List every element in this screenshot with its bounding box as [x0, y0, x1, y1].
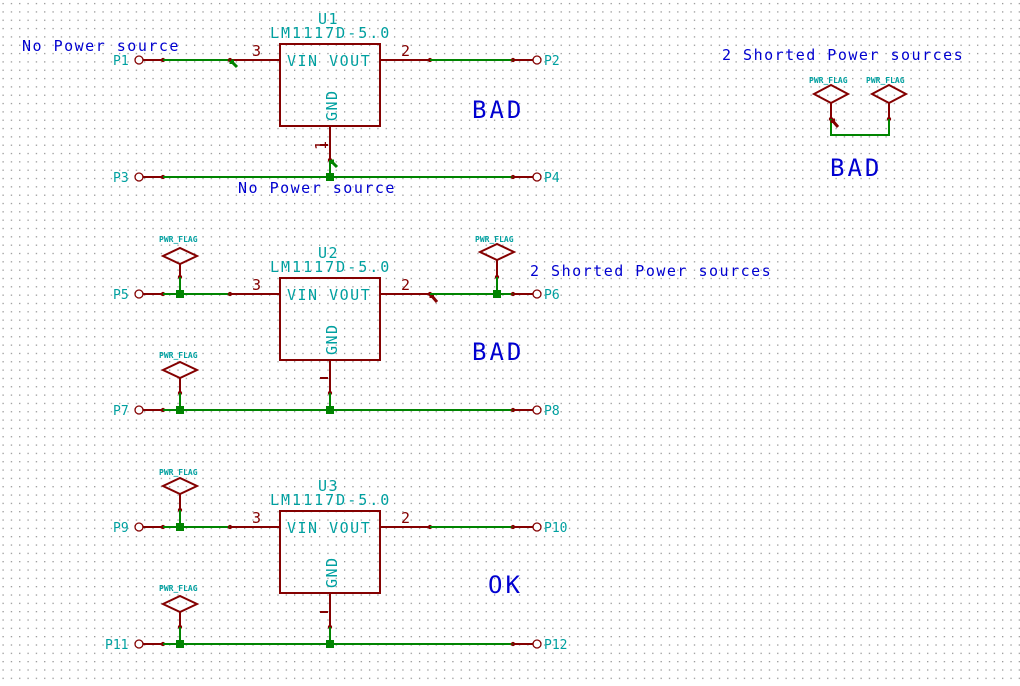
pwr-flag-symbol-icon[interactable]: [160, 594, 200, 614]
u1-gnd-name: GND: [323, 89, 341, 121]
u3-reference: U3: [318, 477, 339, 495]
pwr-flag-symbol-icon[interactable]: [160, 476, 200, 496]
port-p1-connector[interactable]: [134, 55, 144, 65]
junction-dot: [326, 173, 334, 181]
u3-pin3-number: 3: [252, 509, 261, 527]
junction-dot: [326, 640, 334, 648]
port-p10-connector[interactable]: [532, 522, 542, 532]
pwr-flag-label: PWR_FLAG: [159, 235, 198, 244]
erc-error-marker-icon[interactable]: [830, 118, 840, 128]
pwr-flag-symbol-icon[interactable]: [869, 83, 909, 105]
u3-pin-names: VIN VOUT: [287, 519, 371, 537]
pwr-flag-label: PWR_FLAG: [159, 584, 198, 593]
port-label-p8: P8: [544, 404, 560, 419]
u3-pin2-number: 2: [401, 509, 410, 527]
port-p11-connector[interactable]: [134, 639, 144, 649]
u1-reference: U1: [318, 10, 339, 28]
port-label-p5: P5: [113, 288, 129, 303]
u1-value: LM1117D-5.0: [270, 24, 391, 42]
port-p5-connector[interactable]: [134, 289, 144, 299]
note-no-power-top: No Power source: [22, 37, 180, 55]
block-right: 2 Shorted Power sources PWR_FLAG PWR_FLA…: [722, 46, 964, 182]
port-p9-connector[interactable]: [134, 522, 144, 532]
junction-dot: [176, 290, 184, 298]
port-p6-connector[interactable]: [532, 289, 542, 299]
note-shorted-right: 2 Shorted Power sources: [722, 46, 964, 64]
u1-pin1-number: 1: [312, 141, 330, 150]
note-no-power-bottom: No Power source: [238, 179, 396, 197]
port-label-p9: P9: [113, 521, 129, 536]
u2-gnd-name: GND: [323, 323, 341, 355]
pwr-flag-label: PWR_FLAG: [809, 76, 848, 85]
port-p3-connector[interactable]: [134, 172, 144, 182]
block-3: PWR_FLAG P9 3 U3 LM1117D-5.0 VIN VOUT GN…: [105, 468, 567, 653]
wire-flag-short[interactable]: [830, 119, 890, 136]
port-p4-connector[interactable]: [532, 172, 542, 182]
status-block-right: BAD: [830, 154, 882, 182]
pwr-flag-symbol-icon[interactable]: [160, 360, 200, 380]
pwr-flag-label: PWR_FLAG: [159, 468, 198, 477]
block-2: PWR_FLAG P5 3 U2 LM1117D-5.0 VIN VOUT GN…: [113, 235, 772, 419]
port-p2-connector[interactable]: [532, 55, 542, 65]
pwr-flag-label: PWR_FLAG: [475, 235, 514, 244]
u2-reference: U2: [318, 244, 339, 262]
erc-warning-marker-icon[interactable]: [329, 159, 339, 169]
port-label-p3: P3: [113, 171, 129, 186]
junction-dot: [176, 640, 184, 648]
junction-dot: [326, 406, 334, 414]
u1-pin-names: VIN VOUT: [287, 52, 371, 70]
port-p8-connector[interactable]: [532, 405, 542, 415]
port-p12-connector[interactable]: [532, 639, 542, 649]
u1-pin3-number: 3: [252, 42, 261, 60]
pwr-flag-symbol-icon[interactable]: [160, 246, 200, 266]
u1-pin2-number: 2: [401, 42, 410, 60]
u2-pin2-number: 2: [401, 276, 410, 294]
junction-dot: [176, 406, 184, 414]
pwr-flag-label: PWR_FLAG: [159, 351, 198, 360]
u2-pin3-number: 3: [252, 276, 261, 294]
port-label-p4: P4: [544, 171, 560, 186]
status-block2: BAD: [472, 338, 524, 366]
port-label-p2: P2: [544, 54, 560, 69]
pwr-flag-symbol-icon[interactable]: [811, 83, 851, 105]
pwr-flag-symbol-icon[interactable]: [477, 242, 517, 262]
u3-value: LM1117D-5.0: [270, 491, 391, 509]
u2-value: LM1117D-5.0: [270, 258, 391, 276]
port-label-p7: P7: [113, 404, 129, 419]
junction-dot: [176, 523, 184, 531]
port-p7-connector[interactable]: [134, 405, 144, 415]
port-label-p11: P11: [105, 638, 128, 653]
status-block1: BAD: [472, 96, 524, 124]
port-label-p12: P12: [544, 638, 567, 653]
block-1: No Power source P1 3 U1 LM1117D-5.0 VIN …: [22, 10, 560, 197]
status-block3: OK: [488, 571, 523, 599]
port-label-p10: P10: [544, 521, 567, 536]
u3-gnd-name: GND: [323, 556, 341, 588]
port-label-p1: P1: [113, 54, 129, 69]
pwr-flag-label: PWR_FLAG: [866, 76, 905, 85]
erc-warning-marker-icon[interactable]: [229, 59, 239, 69]
port-label-p6: P6: [544, 288, 560, 303]
note-shorted-middle: 2 Shorted Power sources: [530, 262, 772, 280]
junction-dot: [493, 290, 501, 298]
u2-pin-names: VIN VOUT: [287, 286, 371, 304]
